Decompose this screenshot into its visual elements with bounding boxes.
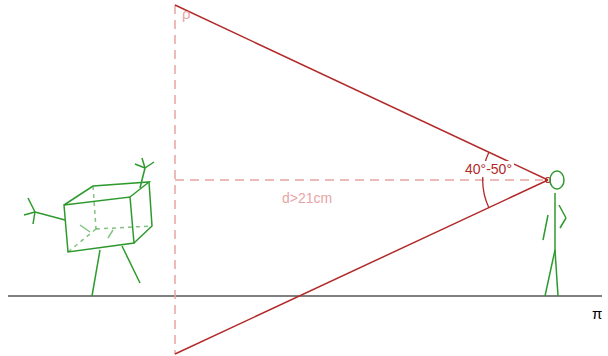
- distance-line: [175, 179, 543, 181]
- vision-ray: [175, 180, 548, 354]
- observer-figure: [543, 171, 566, 296]
- angle-label: 40°-50°: [463, 161, 514, 177]
- cube-figure: [24, 158, 154, 296]
- vision-ray: [175, 5, 548, 180]
- ground-line: [8, 295, 602, 296]
- distance-label: d>21cm: [282, 191, 332, 205]
- plane-symbol: π: [592, 306, 602, 321]
- plane-label: ρ: [182, 6, 191, 21]
